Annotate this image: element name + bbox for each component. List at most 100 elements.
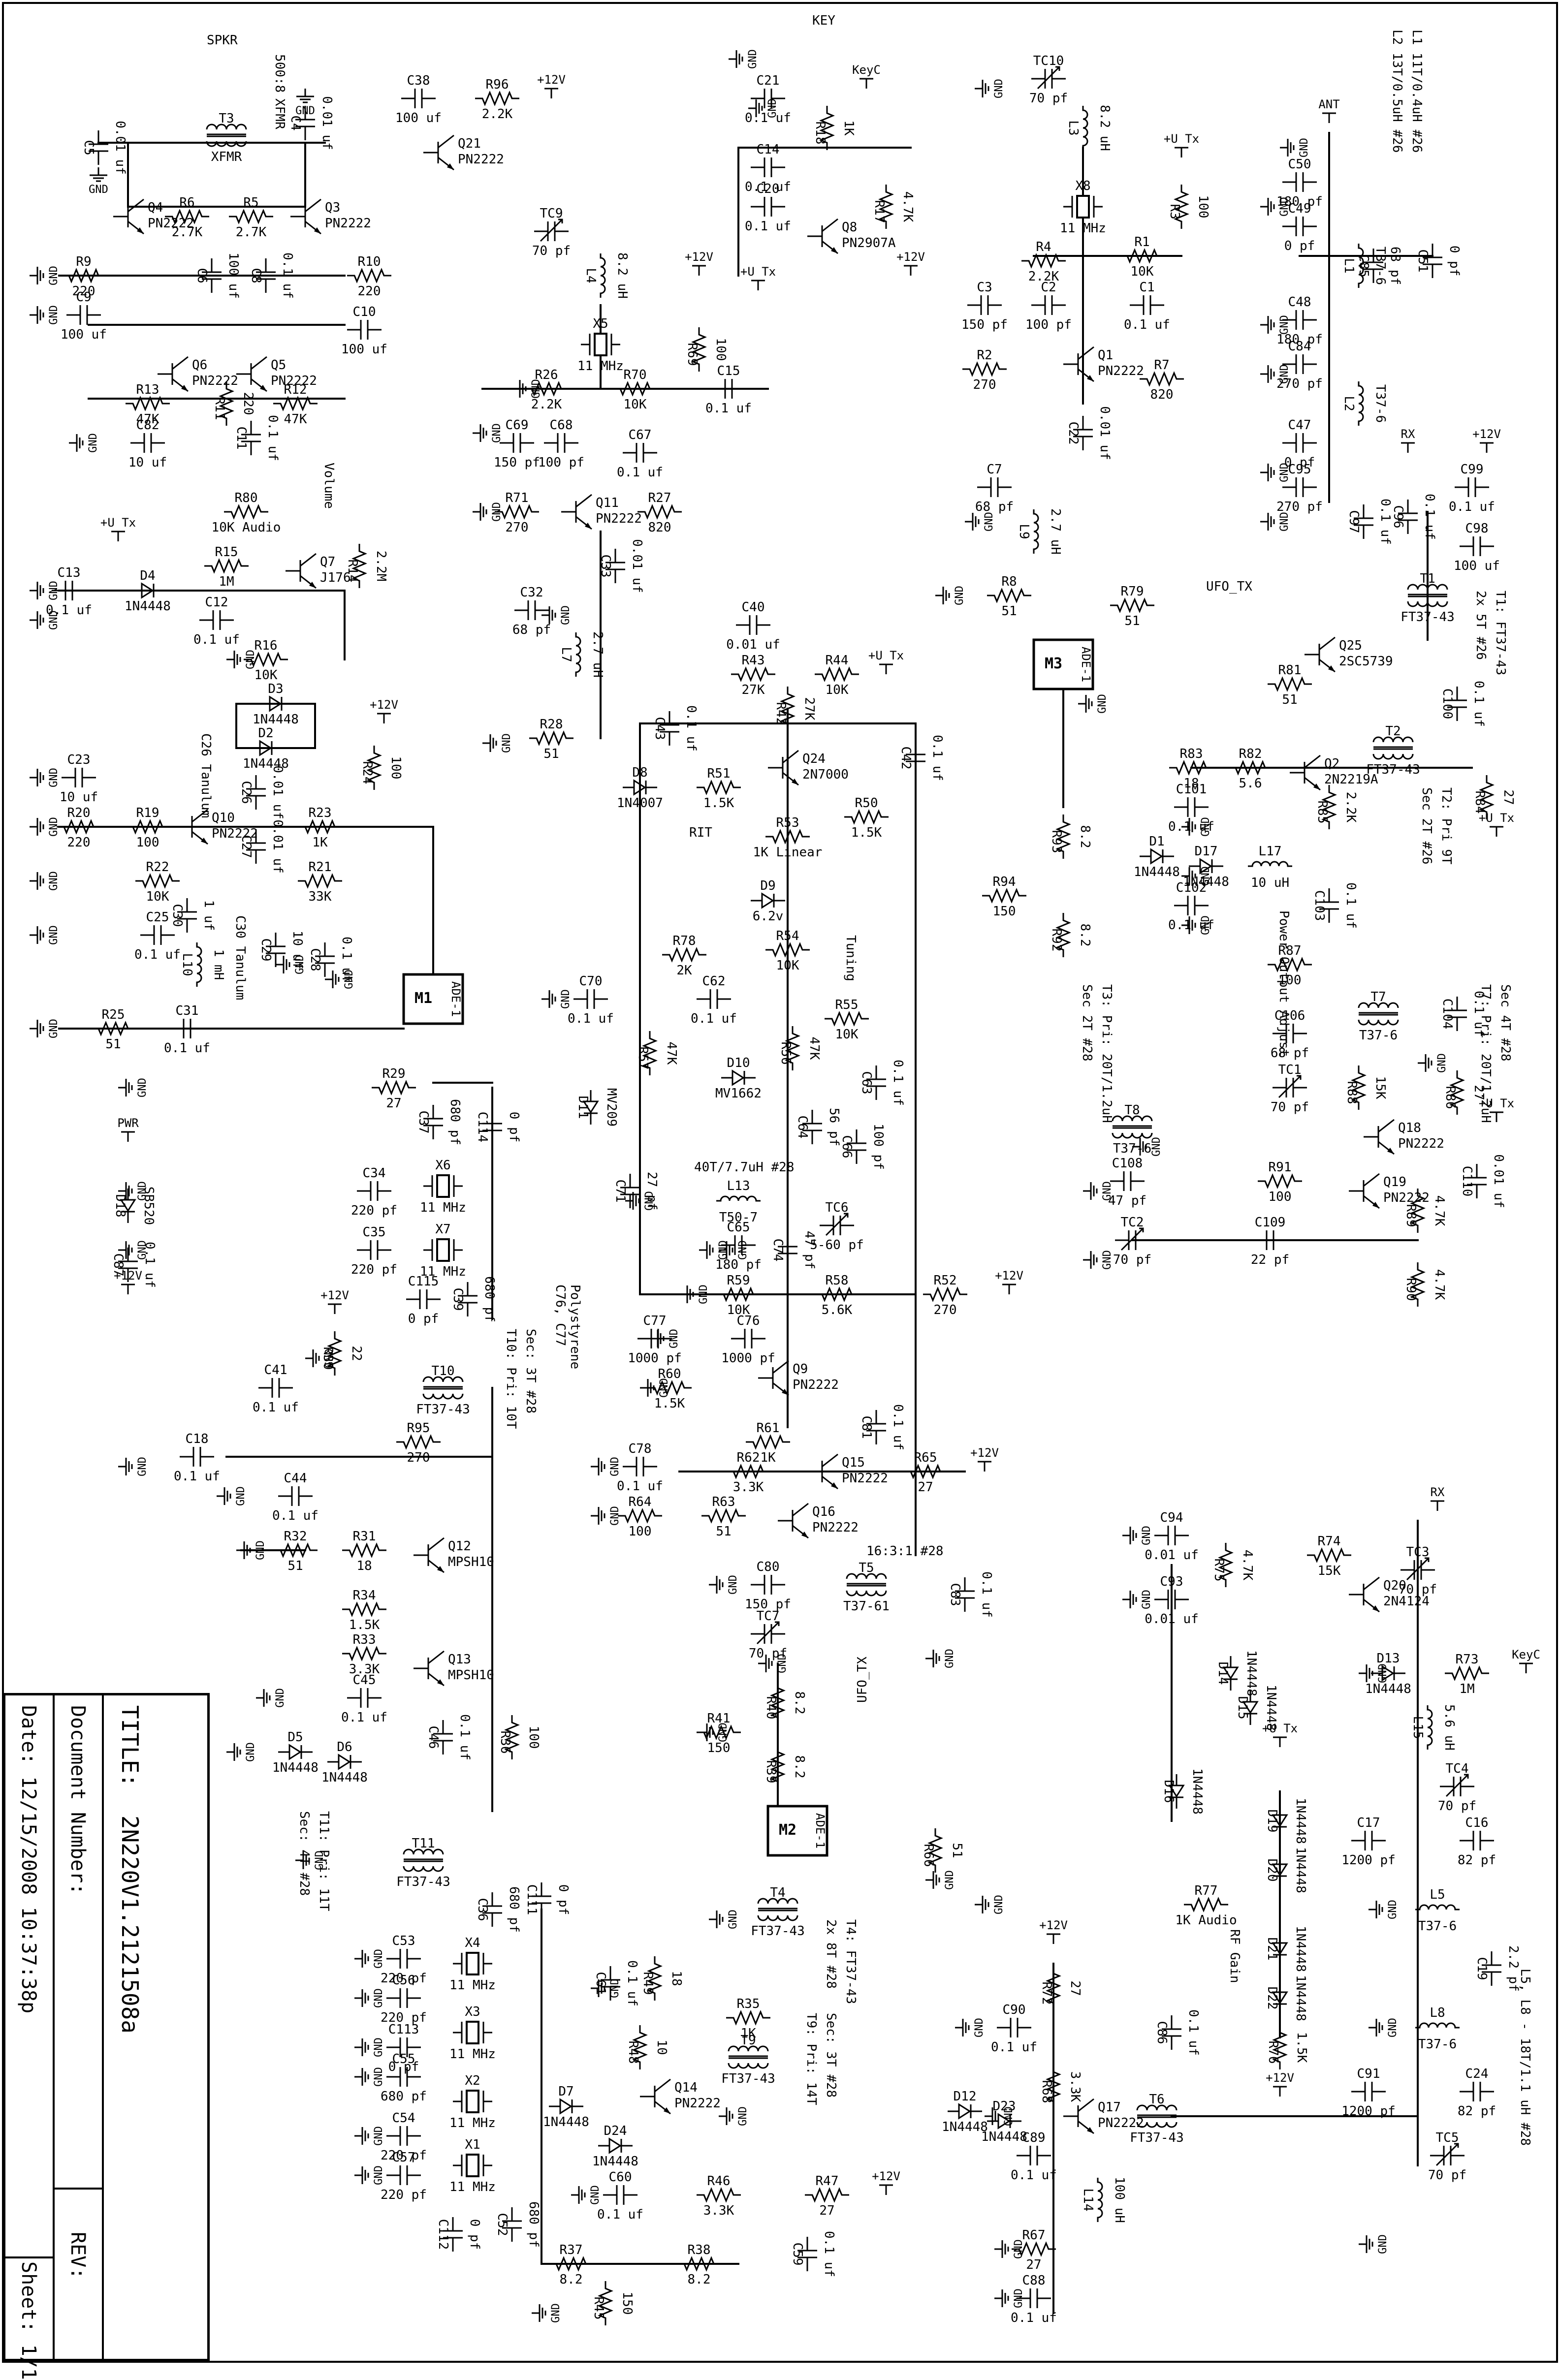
ground-symbol [236,1541,251,1559]
capacitor-c14 [751,157,785,177]
ground-label: GND [1141,1590,1153,1609]
inductor-l5 [1415,1904,1460,1910]
capacitor-ref: C16 [1465,1816,1489,1830]
capacitor-value: 100 uf [341,342,387,357]
ground-symbol [1181,867,1196,885]
resistor-r60 [647,1380,692,1396]
diode-ref: D10 [727,1056,750,1070]
capacitor-c6 [202,258,222,293]
resistor-value: 1K [760,1450,776,1465]
resistor-value: 8.2 [792,1755,807,1779]
capacitor-ref: C95 [1288,462,1311,477]
resistor-r95 [396,1434,441,1450]
resistor-r43 [731,666,775,682]
capacitor-ref: C29 [258,939,273,962]
resistor-r74 [1307,1547,1351,1563]
resistor-value: 2.2M [374,551,388,582]
capacitor-value: 100 pf [538,455,584,470]
capacitor-value: 220 pf [381,1971,427,1986]
ground-symbol [758,1655,773,1672]
diode-ref: D14 [1215,1662,1230,1685]
diode-value: SB520 [141,1187,156,1225]
supply-symbol [111,531,125,541]
resistor-ref: R46 [707,2174,731,2189]
supply-label: RX [1401,427,1415,441]
ground-symbol [994,2289,1009,2307]
capacitor-ref: TC5 [1436,2130,1459,2145]
ground-symbol [118,1182,133,1200]
resistor-value: 150 [707,1741,731,1755]
capacitor-c20 [751,197,785,217]
capacitor-c8 [256,258,276,293]
ground-label: GND [609,1457,621,1476]
capacitor-ref: C52 [495,2213,509,2236]
ground-label: GND [530,379,542,399]
supply-label: +U Tx [1262,1722,1298,1735]
t11-note: T11: Pri: 11T [317,1811,331,1911]
pa-wiring [1131,132,1473,1241]
capacitor-c54 [386,2126,421,2146]
resistor-value: 220 [241,392,255,415]
supply-symbol [860,78,873,89]
capacitor-c12 [199,610,234,630]
ground-label: GND [373,2067,385,2087]
ufo-tx-label: UFO_TX [855,1657,870,1703]
transistor-ref: Q17 [1098,2100,1121,2115]
resistor-ref: R67 [1022,2228,1046,2243]
resistor-value: 22 [349,1346,364,1361]
ground-label: GND [944,1870,956,1890]
resistor-r6 [165,209,209,224]
ground-label: GND [1377,2234,1389,2254]
capacitor-c2 [1031,295,1066,315]
key-label: KEY [812,13,835,28]
document-number-label: Document Number: [66,1705,89,1895]
diode-ref: D18 [113,1194,127,1218]
capacitor-value: 180 pf [1276,194,1323,209]
transistor-q2 [1290,754,1321,791]
resistor-r57 [642,1031,658,1075]
ground-symbol [625,1192,640,1210]
capacitor-value: 68 pf [512,623,551,637]
capacitor-value: 82 pf [1458,1853,1496,1868]
capacitor-value: 220 pf [381,2010,427,2025]
ground-symbol [276,956,290,973]
resistor-ref: R34 [353,1588,376,1603]
capacitor-value: 270 pf [1276,376,1323,391]
capacitor-value: 70 pf [749,1646,787,1661]
ic-ref: M2 [779,1821,796,1839]
capacitor-c11 [241,421,261,455]
capacitor-c32 [514,600,549,620]
diode-value: 1N4448 [1293,1847,1308,1893]
resistor-ref: R73 [1456,1652,1479,1667]
capacitor-c13 [52,581,86,600]
resistor-ref: R55 [835,998,859,1012]
capacitor-value: 10 uf [128,455,167,470]
l2-note: L2 13T/0.5uH #26 [1390,30,1404,153]
resistor-ref: R6 [179,195,194,210]
capacitor-value: 100 pf [1025,317,1072,332]
diode-ref: D5 [287,1730,303,1745]
transformer-ref: T2 [1385,724,1401,739]
capacitor-c89 [1017,2146,1051,2165]
resistor-value: 820 [1150,387,1174,402]
ground-symbol [30,1020,44,1037]
transistor-value: PN2222 [1098,2116,1144,2130]
diode-d1 [1140,848,1174,865]
capacitor-ref: TC9 [540,206,563,221]
rit-label: RIT [689,825,712,840]
capacitor-value: 0.01 uf [726,637,780,652]
transistor-q9 [758,1360,789,1396]
inductor-value: 2.7 uH [590,631,605,678]
ground-symbol [118,1458,133,1475]
t9-note: T9: Pri: 14T [804,2013,819,2105]
ground-symbol [296,89,314,103]
ground-label: GND [295,105,315,117]
supply-label: +12V [1472,427,1501,441]
transistor-value: PN2222 [1398,1136,1444,1151]
capacitor-ref: C104 [1440,999,1455,1030]
capacitor-value: 0.1 uf [174,1469,220,1484]
crystal-ref: X2 [465,2073,480,2088]
resistor-ref: R52 [934,1273,957,1288]
ic-ref: M1 [414,990,432,1007]
capacitor-value: 180 pf [1276,332,1323,347]
